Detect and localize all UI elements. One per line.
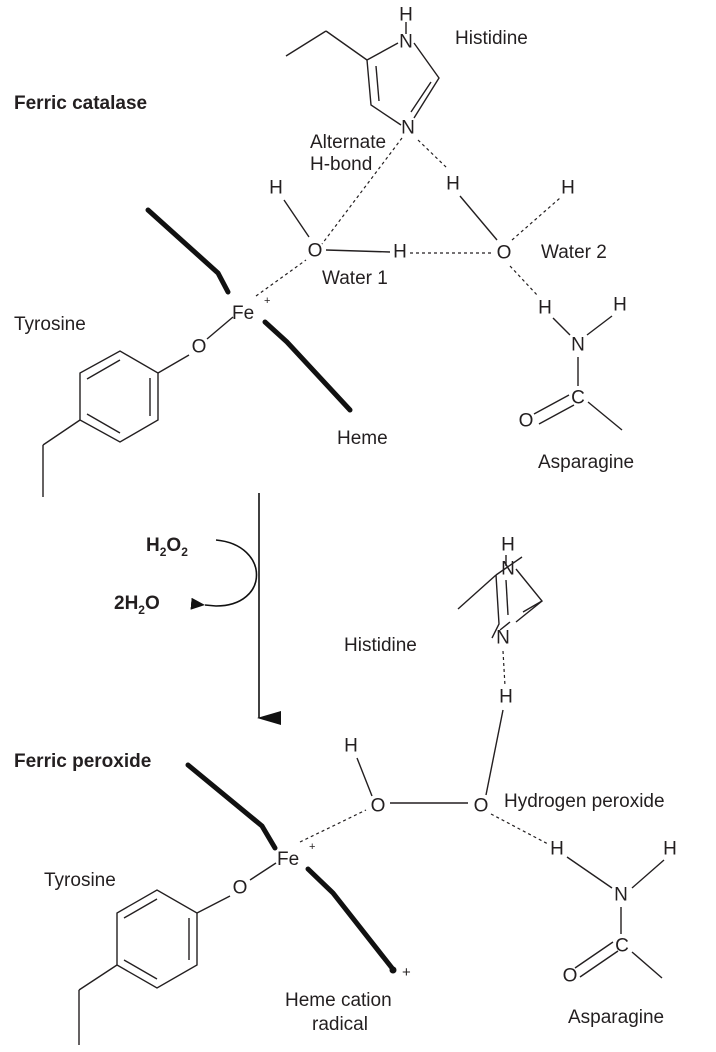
peroxide-o-right: O xyxy=(474,796,489,817)
histidine-label-top: Histidine xyxy=(455,28,528,49)
heme-label: Heme xyxy=(337,428,388,449)
water2-h-left: H xyxy=(446,174,460,195)
his2-n: N xyxy=(496,628,510,649)
asparagine-label-top: Asparagine xyxy=(538,452,634,473)
hydrogen-peroxide: H O O Hydrogen peroxide xyxy=(344,709,665,845)
hydrogen-peroxide-label: Hydrogen peroxide xyxy=(504,791,665,812)
fe-bottom: Fe xyxy=(277,849,299,870)
water2-h-right: H xyxy=(561,178,575,199)
his2-nh: N xyxy=(501,559,515,580)
his2-h: H xyxy=(501,535,515,556)
asn2-n: N xyxy=(614,885,628,906)
water-1: H O H Water 1 xyxy=(269,178,407,290)
peroxide-h-right: H xyxy=(499,687,513,708)
tyrosine-label-top: Tyrosine xyxy=(14,314,86,335)
alternate-hbond xyxy=(321,137,403,245)
asparagine-label-bottom: Asparagine xyxy=(568,1007,664,1028)
heme-radical-label-1: Heme cation xyxy=(285,990,392,1011)
asn-h1: H xyxy=(538,298,552,319)
tyr-o-top: O xyxy=(192,337,207,358)
2h2o-product: 2H2O xyxy=(114,593,160,617)
asn-c: C xyxy=(571,388,585,409)
fe-water1-bond xyxy=(255,259,307,297)
radical-charge: + xyxy=(402,964,411,981)
histidine-bottom: H N N H Histidine xyxy=(344,535,543,708)
radical-dot xyxy=(389,966,397,974)
asparagine-bottom: H H N C O Asparagine xyxy=(550,839,677,1029)
tyrosine-bottom: O Tyrosine xyxy=(44,862,277,1045)
heme-bottom: + Fe + Heme cation radical xyxy=(185,762,411,1035)
asn-h2: H xyxy=(613,295,627,316)
tyr-o-bottom: O xyxy=(233,878,248,899)
histidine-h: H xyxy=(399,5,413,26)
histidine-nh: N xyxy=(399,32,413,53)
water1-o: O xyxy=(308,241,323,262)
water1-h-top: H xyxy=(269,178,283,199)
histidine-top: H N N Histidine xyxy=(285,5,528,139)
ferric-peroxide-title: Ferric peroxide xyxy=(14,751,151,772)
asn2-h2: H xyxy=(663,839,677,860)
h2o2-reactant: H2O2 xyxy=(146,535,188,559)
fe-top-charge: + xyxy=(264,295,270,307)
alternate-hbond-label-1: Alternate xyxy=(310,132,386,153)
tyrosine-label-bottom: Tyrosine xyxy=(44,870,116,891)
asn2-o: O xyxy=(563,966,578,987)
asparagine-top: H H N C O Asparagine xyxy=(519,295,635,474)
bottom-panel: Ferric peroxide H N N H Histidine H O O … xyxy=(14,535,677,1045)
ferric-catalase-title: Ferric catalase xyxy=(14,93,147,114)
his-peroxide-hbond xyxy=(502,650,506,687)
asn2-h1: H xyxy=(550,839,564,860)
alternate-hbond-label-2: H-bond xyxy=(310,154,372,175)
water2-o: O xyxy=(497,243,512,264)
water-2: H O H Water 2 xyxy=(446,174,607,297)
water1-label: Water 1 xyxy=(322,268,388,289)
water1-h-right: H xyxy=(393,242,407,263)
peroxide-h-left: H xyxy=(344,736,358,757)
histidine-n: N xyxy=(401,118,415,139)
heme-radical-label-2: radical xyxy=(312,1014,368,1035)
reaction-arrow: H2O2 2H2O xyxy=(114,493,281,725)
histidine-label-bottom: Histidine xyxy=(344,635,417,656)
fe-peroxide-bond xyxy=(299,809,367,843)
his-water2-hbond xyxy=(417,139,448,169)
asn-n: N xyxy=(571,335,585,356)
water2-label: Water 2 xyxy=(541,242,607,263)
peroxide-o-left: O xyxy=(371,796,386,817)
asn-o: O xyxy=(519,411,534,432)
fe-bottom-charge: + xyxy=(309,841,315,853)
asn2-c: C xyxy=(615,936,629,957)
top-panel: Ferric catalase H N N Histidine Alternat… xyxy=(14,5,635,497)
tyrosine-top: O Tyrosine xyxy=(14,314,234,497)
heme-top: Fe + Heme xyxy=(145,207,388,449)
fe-top: Fe xyxy=(232,303,254,324)
